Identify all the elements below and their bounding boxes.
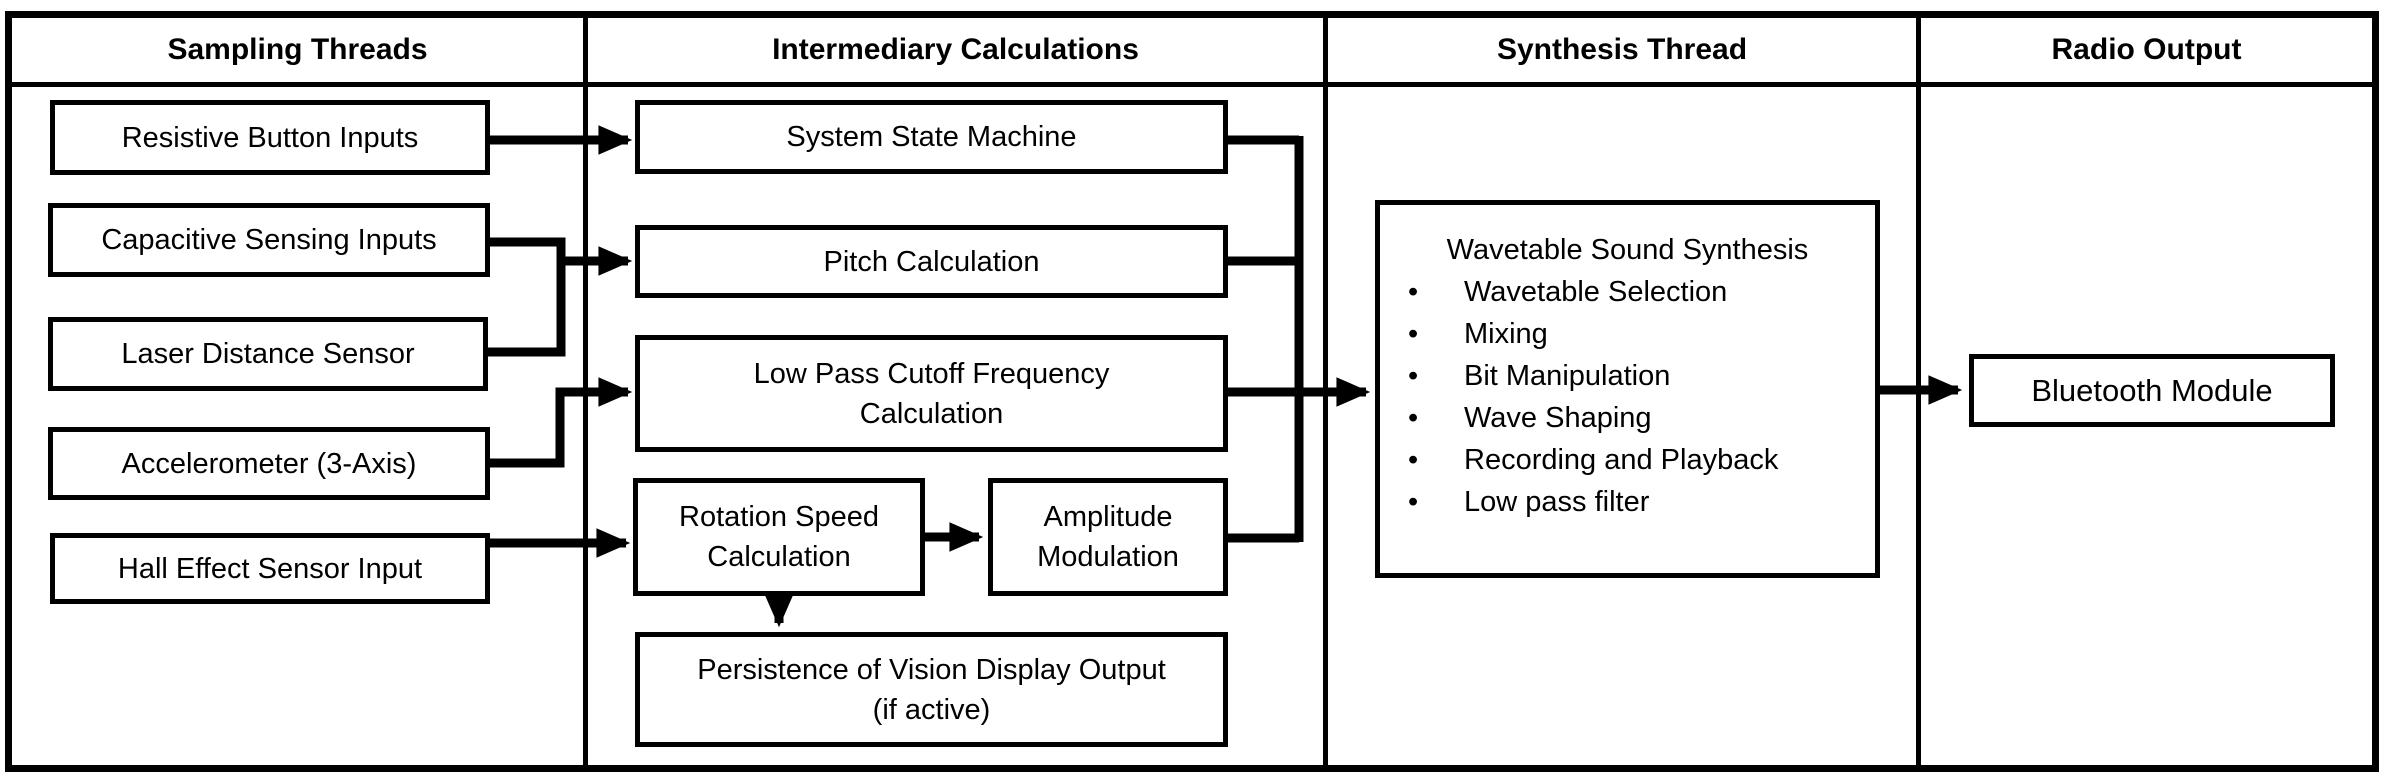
box-rotation-label: Rotation Speed Calculation [679, 497, 879, 577]
box-bluetooth-module: Bluetooth Module [1969, 354, 2335, 427]
box-low-pass-label: Low Pass Cutoff Frequency Calculation [754, 354, 1110, 434]
box-rotation-label-line2: Calculation [707, 541, 851, 573]
box-amplitude-label: Amplitude Modulation [1037, 497, 1179, 577]
box-persistence-of-vision-display-output: Persistence of Vision Display Output (if… [635, 632, 1228, 747]
box-low-pass-label-line2: Calculation [859, 397, 1004, 430]
column-header-intermediary-calculations: Intermediary Calculations [772, 33, 1139, 66]
column-divider-1 [583, 18, 588, 765]
column-header-sampling-threads: Sampling Threads [167, 33, 428, 66]
box-amplitude-modulation: Amplitude Modulation [988, 478, 1228, 596]
box-low-pass-label-line1: Low Pass Cutoff Frequency [753, 357, 1110, 390]
wavetable-list-item: Wavetable Selection [1380, 271, 1875, 313]
box-persistence-label-line1: Persistence of Vision Display Output [697, 653, 1166, 686]
box-rotation-speed-calculation: Rotation Speed Calculation [633, 478, 925, 596]
column-divider-3 [1916, 18, 1921, 765]
box-accelerometer-3-axis: Accelerometer (3-Axis) [48, 427, 490, 500]
box-capacitive-sensing-inputs: Capacitive Sensing Inputs [48, 203, 490, 277]
box-system-state-machine: System State Machine [635, 100, 1228, 174]
box-wavetable-sound-synthesis: Wavetable Sound Synthesis Wavetable Sele… [1375, 200, 1880, 578]
box-rotation-label-line1: Rotation Speed [679, 501, 879, 533]
column-header-synthesis-thread: Synthesis Thread [1496, 33, 1748, 66]
wavetable-feature-list: Wavetable Selection Mixing Bit Manipulat… [1380, 271, 1875, 523]
column-header-radio-output: Radio Output [2051, 33, 2242, 66]
box-pitch-calculation: Pitch Calculation [635, 225, 1228, 298]
box-persistence-label-line2: (if active) [872, 693, 991, 726]
box-amplitude-label-line2: Modulation [1037, 541, 1179, 573]
wavetable-list-item: Recording and Playback [1380, 439, 1875, 481]
wavetable-title: Wavetable Sound Synthesis [1446, 234, 1809, 266]
box-low-pass-cutoff-frequency-calculation: Low Pass Cutoff Frequency Calculation [635, 335, 1228, 452]
wavetable-list-item: Wave Shaping [1380, 397, 1875, 439]
box-laser-distance-sensor: Laser Distance Sensor [48, 317, 488, 391]
box-hall-effect-sensor-input: Hall Effect Sensor Input [50, 533, 490, 604]
box-amplitude-label-line1: Amplitude [1043, 501, 1173, 533]
wavetable-list-item: Bit Manipulation [1380, 355, 1875, 397]
box-resistive-button-inputs: Resistive Button Inputs [50, 100, 490, 175]
box-persistence-label: Persistence of Vision Display Output (if… [697, 650, 1166, 730]
wavetable-list-item: Low pass filter [1380, 481, 1875, 523]
column-divider-2 [1323, 18, 1328, 765]
header-divider-line [12, 82, 2372, 87]
wavetable-list-item: Mixing [1380, 313, 1875, 355]
